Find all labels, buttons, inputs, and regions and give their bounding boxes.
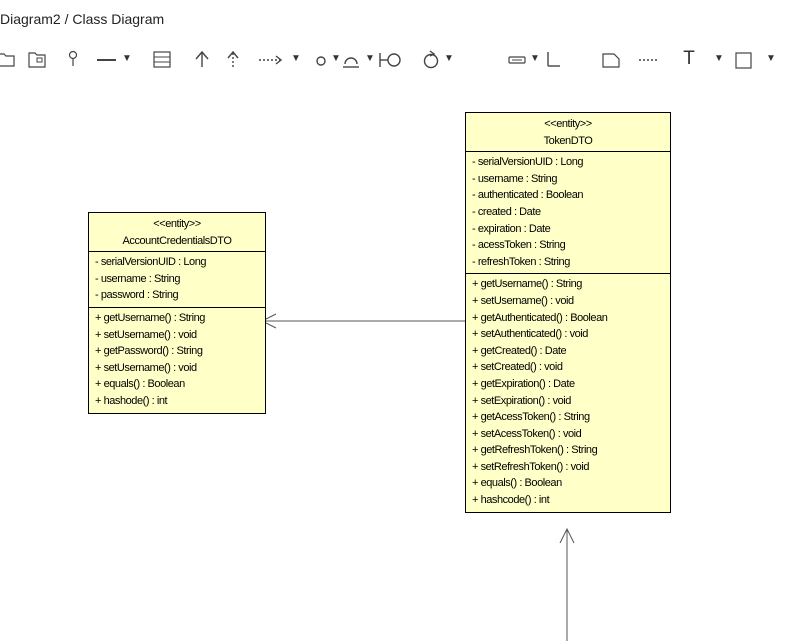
attribute-row: - authenticated : Boolean — [472, 189, 584, 202]
operation-row: + setAcessToken() : void — [472, 427, 582, 440]
control-icon[interactable] — [420, 44, 442, 74]
diagram-toolbar: ▼ ▼ ▼ ▼ ▼ ▼ T ▼ — [0, 44, 785, 74]
operation-row: + setUsername() : void — [95, 361, 197, 374]
stereotype-label: <<entity>> — [544, 118, 592, 130]
operation-row: + setRefreshToken() : void — [472, 460, 589, 473]
association-arrowhead-bottom — [559, 527, 575, 544]
package-icon[interactable] — [0, 44, 18, 74]
operation-row: + setCreated() : void — [472, 361, 563, 374]
interface-circle-icon[interactable] — [312, 44, 330, 74]
class-token-dto[interactable]: <<entity>> TokenDTO - serialVersionUID :… — [465, 112, 671, 513]
class-icon[interactable] — [151, 44, 173, 74]
attribute-row: - username : String — [472, 172, 557, 185]
stereotype-label: <<entity>> — [153, 218, 201, 230]
operation-row: + equals() : Boolean — [95, 378, 185, 391]
operation-row: + hashode() : int — [95, 394, 168, 407]
chevron-down-icon[interactable]: ▼ — [766, 53, 776, 64]
generalization-arrow-icon[interactable] — [192, 44, 212, 74]
rectangle-icon[interactable] — [733, 44, 755, 74]
attribute-row: - refreshToken : String — [472, 255, 570, 268]
note-link-icon[interactable] — [636, 44, 662, 74]
chevron-down-icon[interactable]: ▼ — [714, 53, 724, 64]
pin-icon[interactable] — [64, 44, 82, 74]
required-interface-icon[interactable] — [340, 44, 362, 74]
chevron-down-icon[interactable]: ▼ — [530, 53, 540, 64]
attributes-compartment: - serialVersionUID : Long - username : S… — [89, 252, 265, 307]
subsystem-icon[interactable] — [26, 44, 48, 74]
provided-interface-icon[interactable] — [376, 44, 406, 74]
operations-compartment: + getUsername() : String + setUsername()… — [466, 273, 670, 511]
class-name: AccountCredentialsDTO — [122, 234, 232, 247]
chevron-down-icon[interactable]: ▼ — [444, 53, 454, 64]
class-account-credentials-dto[interactable]: <<entity>> AccountCredentialsDTO - seria… — [88, 212, 266, 414]
operation-row: + getAuthenticated() : Boolean — [472, 311, 608, 324]
dependency-arrow-icon[interactable] — [256, 44, 286, 74]
attribute-row: - password : String — [95, 289, 179, 302]
boundary-icon[interactable] — [506, 44, 528, 74]
operation-row: + getUsername() : String — [472, 278, 582, 291]
operation-row: + getRefreshToken() : String — [472, 444, 598, 457]
realization-arrow-icon[interactable] — [223, 44, 243, 74]
attribute-row: - serialVersionUID : Long — [472, 156, 584, 169]
text-icon[interactable]: T — [683, 48, 695, 69]
operations-compartment: + getUsername() : String + setUsername()… — [89, 306, 265, 413]
operation-row: + equals() : Boolean — [472, 477, 562, 490]
chevron-down-icon[interactable]: ▼ — [365, 53, 375, 64]
operation-row: + setExpiration() : void — [472, 394, 571, 407]
attribute-row: - username : String — [95, 272, 180, 285]
operation-row: + getPassword() : String — [95, 345, 203, 358]
class-name: TokenDTO — [543, 134, 593, 147]
attribute-row: - expiration : Date — [472, 222, 551, 235]
note-icon[interactable] — [600, 44, 622, 74]
operation-row: + getExpiration() : Date — [472, 377, 575, 390]
operation-row: + getCreated() : Date — [472, 344, 567, 357]
operation-row: + setAuthenticated() : void — [472, 328, 588, 341]
operation-row: + getAcessToken() : String — [472, 411, 590, 424]
chevron-down-icon[interactable]: ▼ — [331, 53, 341, 64]
attributes-compartment: - serialVersionUID : Long - username : S… — [466, 152, 670, 273]
association-line-icon[interactable] — [94, 44, 120, 74]
operation-row: + getUsername() : String — [95, 311, 205, 324]
attribute-row: - serialVersionUID : Long — [95, 256, 207, 269]
breadcrumb: Diagram2 / Class Diagram — [0, 11, 165, 27]
attribute-row: - acessToken : String — [472, 239, 566, 252]
chevron-down-icon[interactable]: ▼ — [291, 53, 301, 64]
operation-row: + hashcode() : int — [472, 494, 550, 507]
chevron-down-icon[interactable]: ▼ — [122, 53, 132, 64]
attribute-row: - created : Date — [472, 205, 541, 218]
anchor-icon[interactable] — [542, 44, 564, 74]
class-header: <<entity>> TokenDTO — [466, 113, 670, 153]
class-header: <<entity>> AccountCredentialsDTO — [89, 213, 265, 253]
operation-row: + setUsername() : void — [95, 328, 197, 341]
diagram-canvas[interactable]: <<entity>> AccountCredentialsDTO - seria… — [0, 80, 785, 641]
operation-row: + setUsername() : void — [472, 294, 574, 307]
